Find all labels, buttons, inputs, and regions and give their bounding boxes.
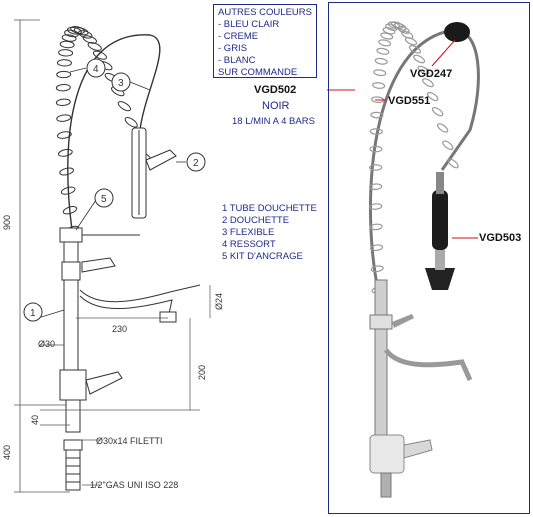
photo-frame xyxy=(328,2,530,514)
tube-douchette xyxy=(59,227,140,379)
callout-1: 1 xyxy=(30,308,36,319)
callout-group: 1 2 3 4 5 xyxy=(23,58,206,322)
callout-circle-3 xyxy=(111,72,131,92)
flexible-hose xyxy=(67,34,161,231)
dim-total-height: 900 xyxy=(2,215,12,230)
model-color: NOIR xyxy=(262,100,290,112)
callout-circle-4 xyxy=(86,58,106,78)
colors-title: AUTRES COULEURS xyxy=(218,7,312,18)
leader-lines xyxy=(327,39,478,239)
color-option: - CREME xyxy=(218,31,259,42)
callout-2: 2 xyxy=(193,158,199,169)
dim-connection: 1/2"GAS UNI ISO 228 xyxy=(90,480,178,490)
dim-base-height: 400 xyxy=(2,445,12,460)
faucet-photo xyxy=(368,21,480,498)
callout-3: 3 xyxy=(118,78,124,89)
height-dimension xyxy=(14,19,70,493)
color-option: - GRIS xyxy=(218,43,248,54)
spout-nozzle xyxy=(159,311,177,323)
legend-item: 4 RESSORT xyxy=(222,239,276,250)
dim-spout-reach: 230 xyxy=(112,324,127,334)
dimension-lines xyxy=(40,285,211,486)
color-option: - BLANC xyxy=(218,55,256,66)
callout-circle-1 xyxy=(23,302,43,322)
model-flow: 18 L/MIN A 4 BARS xyxy=(232,116,315,127)
dim-spout-diameter: Ø24 xyxy=(214,293,224,310)
legend-item: 5 KIT D'ANCRAGE xyxy=(222,251,303,262)
other-colors-box: AUTRES COULEURS - BLEU CLAIR - CREME - G… xyxy=(213,4,317,78)
callout-5: 5 xyxy=(101,194,107,205)
callout-circle-5 xyxy=(94,188,114,208)
dim-tube-diameter: Ø30 xyxy=(38,339,55,349)
legend-item: 3 FLEXIBLE xyxy=(222,227,275,238)
callout-circle-2 xyxy=(186,152,206,172)
part-ref-vgd247: VGD247 xyxy=(410,68,453,80)
dim-spout-height: 200 xyxy=(197,365,207,380)
legend-item: 1 TUBE DOUCHETTE xyxy=(222,203,317,214)
legend-item: 2 DOUCHETTE xyxy=(222,215,290,226)
model-code: VGD502 xyxy=(254,84,297,96)
spout xyxy=(79,284,201,319)
colors-footer: SUR COMMANDE xyxy=(218,67,298,78)
color-option: - BLEU CLAIR xyxy=(218,19,280,30)
dim-base-offset: 40 xyxy=(30,415,40,425)
part-ref-vgd503: VGD503 xyxy=(479,232,522,244)
callout-4: 4 xyxy=(93,64,99,75)
part-ref-vgd551: VGD551 xyxy=(388,95,431,107)
base-mixer xyxy=(59,369,123,491)
dim-thread: Ø30x14 FILETTI xyxy=(96,436,163,446)
shower-head xyxy=(131,127,177,219)
parts-legend: 1 TUBE DOUCHETTE 2 DOUCHETTE 3 FLEXIBLE … xyxy=(222,203,317,263)
